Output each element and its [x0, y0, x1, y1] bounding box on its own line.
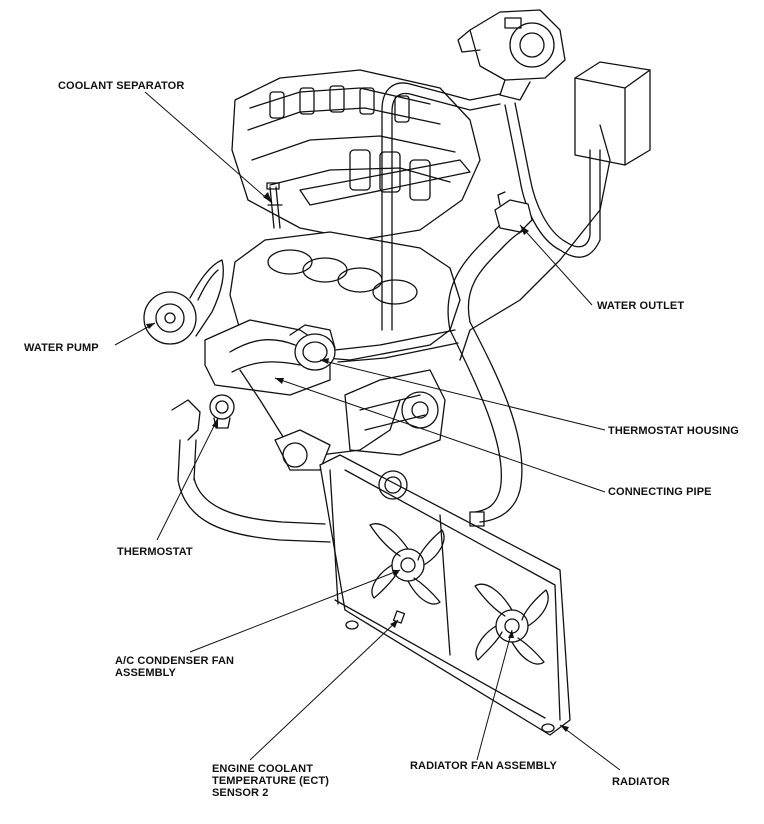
leader-radiator [559, 724, 621, 771]
label-water-pump: WATER PUMP [24, 342, 99, 354]
reservoir-box [574, 61, 651, 166]
label-ect-line2: TEMPERATURE (ECT) [212, 775, 329, 787]
leader-thermostat-housing [319, 359, 606, 431]
leader-coolant-separator [144, 91, 273, 204]
leader-lines [114, 91, 621, 771]
upper-radiator-hose [447, 209, 526, 523]
coolant-separator [266, 182, 283, 229]
label-ac-condenser-fan-line1: A/C CONDENSER FAN [115, 655, 235, 667]
leader-connecting-pipe [274, 377, 606, 493]
water-pump [143, 259, 224, 345]
heater-hoses [381, 82, 611, 361]
leader-thermostat [156, 417, 219, 541]
connecting-pipe [229, 329, 459, 373]
label-thermostat-housing: THERMOSTAT HOUSING [608, 425, 739, 437]
label-water-outlet: WATER OUTLET [597, 300, 685, 312]
label-ac-condenser-fan-line2: ASSEMBLY [115, 667, 176, 679]
label-coolant-separator: COOLANT SEPARATOR [58, 80, 185, 92]
label-ect-line3: SENSOR 2 [212, 787, 269, 799]
water-outlet [494, 191, 533, 233]
label-radiator-fan-assembly: RADIATOR FAN ASSEMBLY [410, 760, 557, 772]
lower-radiator-hose [177, 477, 331, 543]
radiator [319, 454, 571, 736]
label-ect-sensor-2: ENGINE COOLANT TEMPERATURE (ECT) SENSOR … [212, 763, 329, 799]
cylinder-head [231, 69, 481, 241]
ac-condenser-fan [369, 523, 445, 605]
thermostat-part [209, 394, 235, 429]
lower-hose-elbow [171, 399, 201, 481]
leader-water-outlet [519, 224, 593, 306]
label-radiator: RADIATOR [612, 776, 670, 788]
label-connecting-pipe: CONNECTING PIPE [608, 486, 712, 498]
label-ect-line1: ENGINE COOLANT [212, 763, 314, 775]
leader-ac-condenser-fan [189, 569, 401, 653]
leader-arrowheads [146, 192, 569, 732]
label-ac-condenser-fan-assembly: A/C CONDENSER FAN ASSEMBLY [115, 655, 234, 679]
engine-block [204, 231, 461, 471]
leader-radiator-fan [476, 629, 513, 761]
label-thermostat: THERMOSTAT [117, 546, 193, 558]
leader-ect [249, 619, 399, 761]
throttle-body [457, 9, 566, 101]
